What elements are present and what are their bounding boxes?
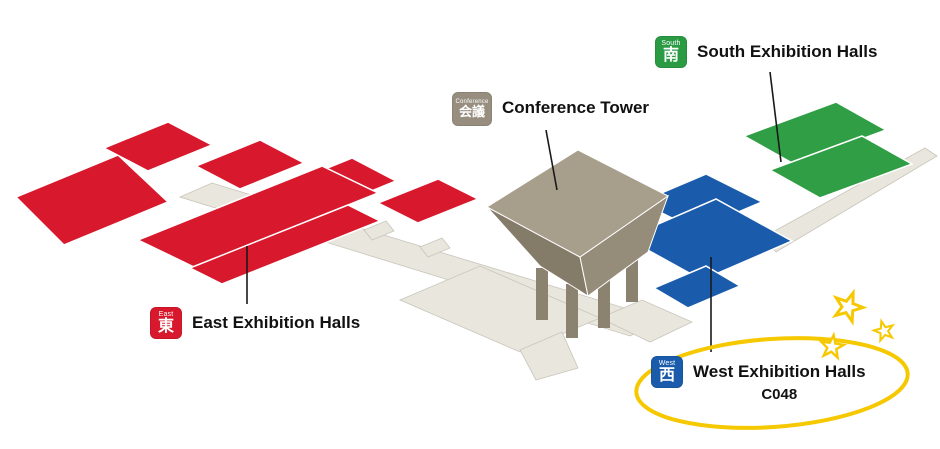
west-badge-label: West [658,359,676,367]
conference-tower-shape [486,149,669,338]
label-conference: Conference 会議 Conference Tower [452,92,649,126]
west-badge-kanji: 西 [658,366,675,384]
highlight-ellipse-icon [634,336,910,430]
south-badge-icon: South 南 [655,36,687,68]
conference-badge-kanji: 会議 [458,103,485,119]
booth-highlight [634,286,910,430]
leader-lines [246,71,782,352]
south-badge-label: South [661,39,681,47]
south-badge-kanji: 南 [662,46,679,64]
conference-badge-label: Conference [455,98,489,105]
east-badge-label: East [158,310,174,318]
south-label-text: South Exhibition Halls [697,42,878,61]
star-icon [828,286,869,325]
south-leader-line [769,71,782,163]
booth-code: C048 [761,385,798,403]
east-label-text: East Exhibition Halls [192,313,361,332]
west-label-text: West Exhibition Halls [693,362,866,381]
west-badge-icon: West 西 [651,356,683,388]
star-icon [870,317,897,343]
conference-label-text: Conference Tower [502,98,650,117]
label-south: South 南 South Exhibition Halls [655,36,877,68]
label-east: East 東 East Exhibition Halls [150,307,360,339]
conference-leader-line [545,129,558,191]
east-badge-kanji: 東 [157,317,174,335]
west-halls-shape [624,173,794,309]
label-west: West 西 West Exhibition Halls C048 [651,356,866,403]
conference-badge-icon: Conference 会議 [452,92,492,126]
east-badge-icon: East 東 [150,307,182,339]
east-halls-shape [14,121,480,285]
